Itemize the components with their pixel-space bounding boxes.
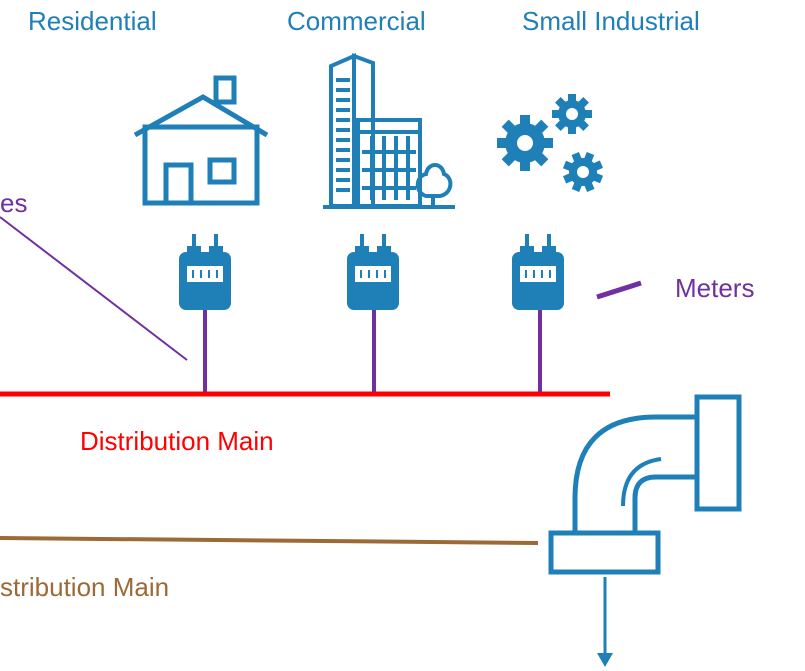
meters-label: Meters [675,273,755,303]
gas-meter-icon [347,234,399,310]
down-arrow-icon [597,577,613,667]
distribution-main-label-brown: stribution Main [0,572,170,602]
office-building-icon [323,52,455,209]
distribution-main-label-red: Distribution Main [80,426,274,456]
gas-meter-icon [512,234,564,310]
pipe-elbow-icon [548,394,742,575]
category-label-residential: Residential [28,6,157,36]
gas-meter-icon [179,234,231,310]
house-icon [133,75,269,206]
distribution-main-brown-line [0,536,539,545]
category-label-small-industrial: Small Industrial [522,6,700,36]
services-label: es [0,188,28,218]
service-lines [203,310,542,395]
services-pointer-line [0,216,188,361]
category-label-commercial: Commercial [287,6,426,36]
meters-pointer-line [596,280,642,300]
gears-icon [497,94,604,193]
